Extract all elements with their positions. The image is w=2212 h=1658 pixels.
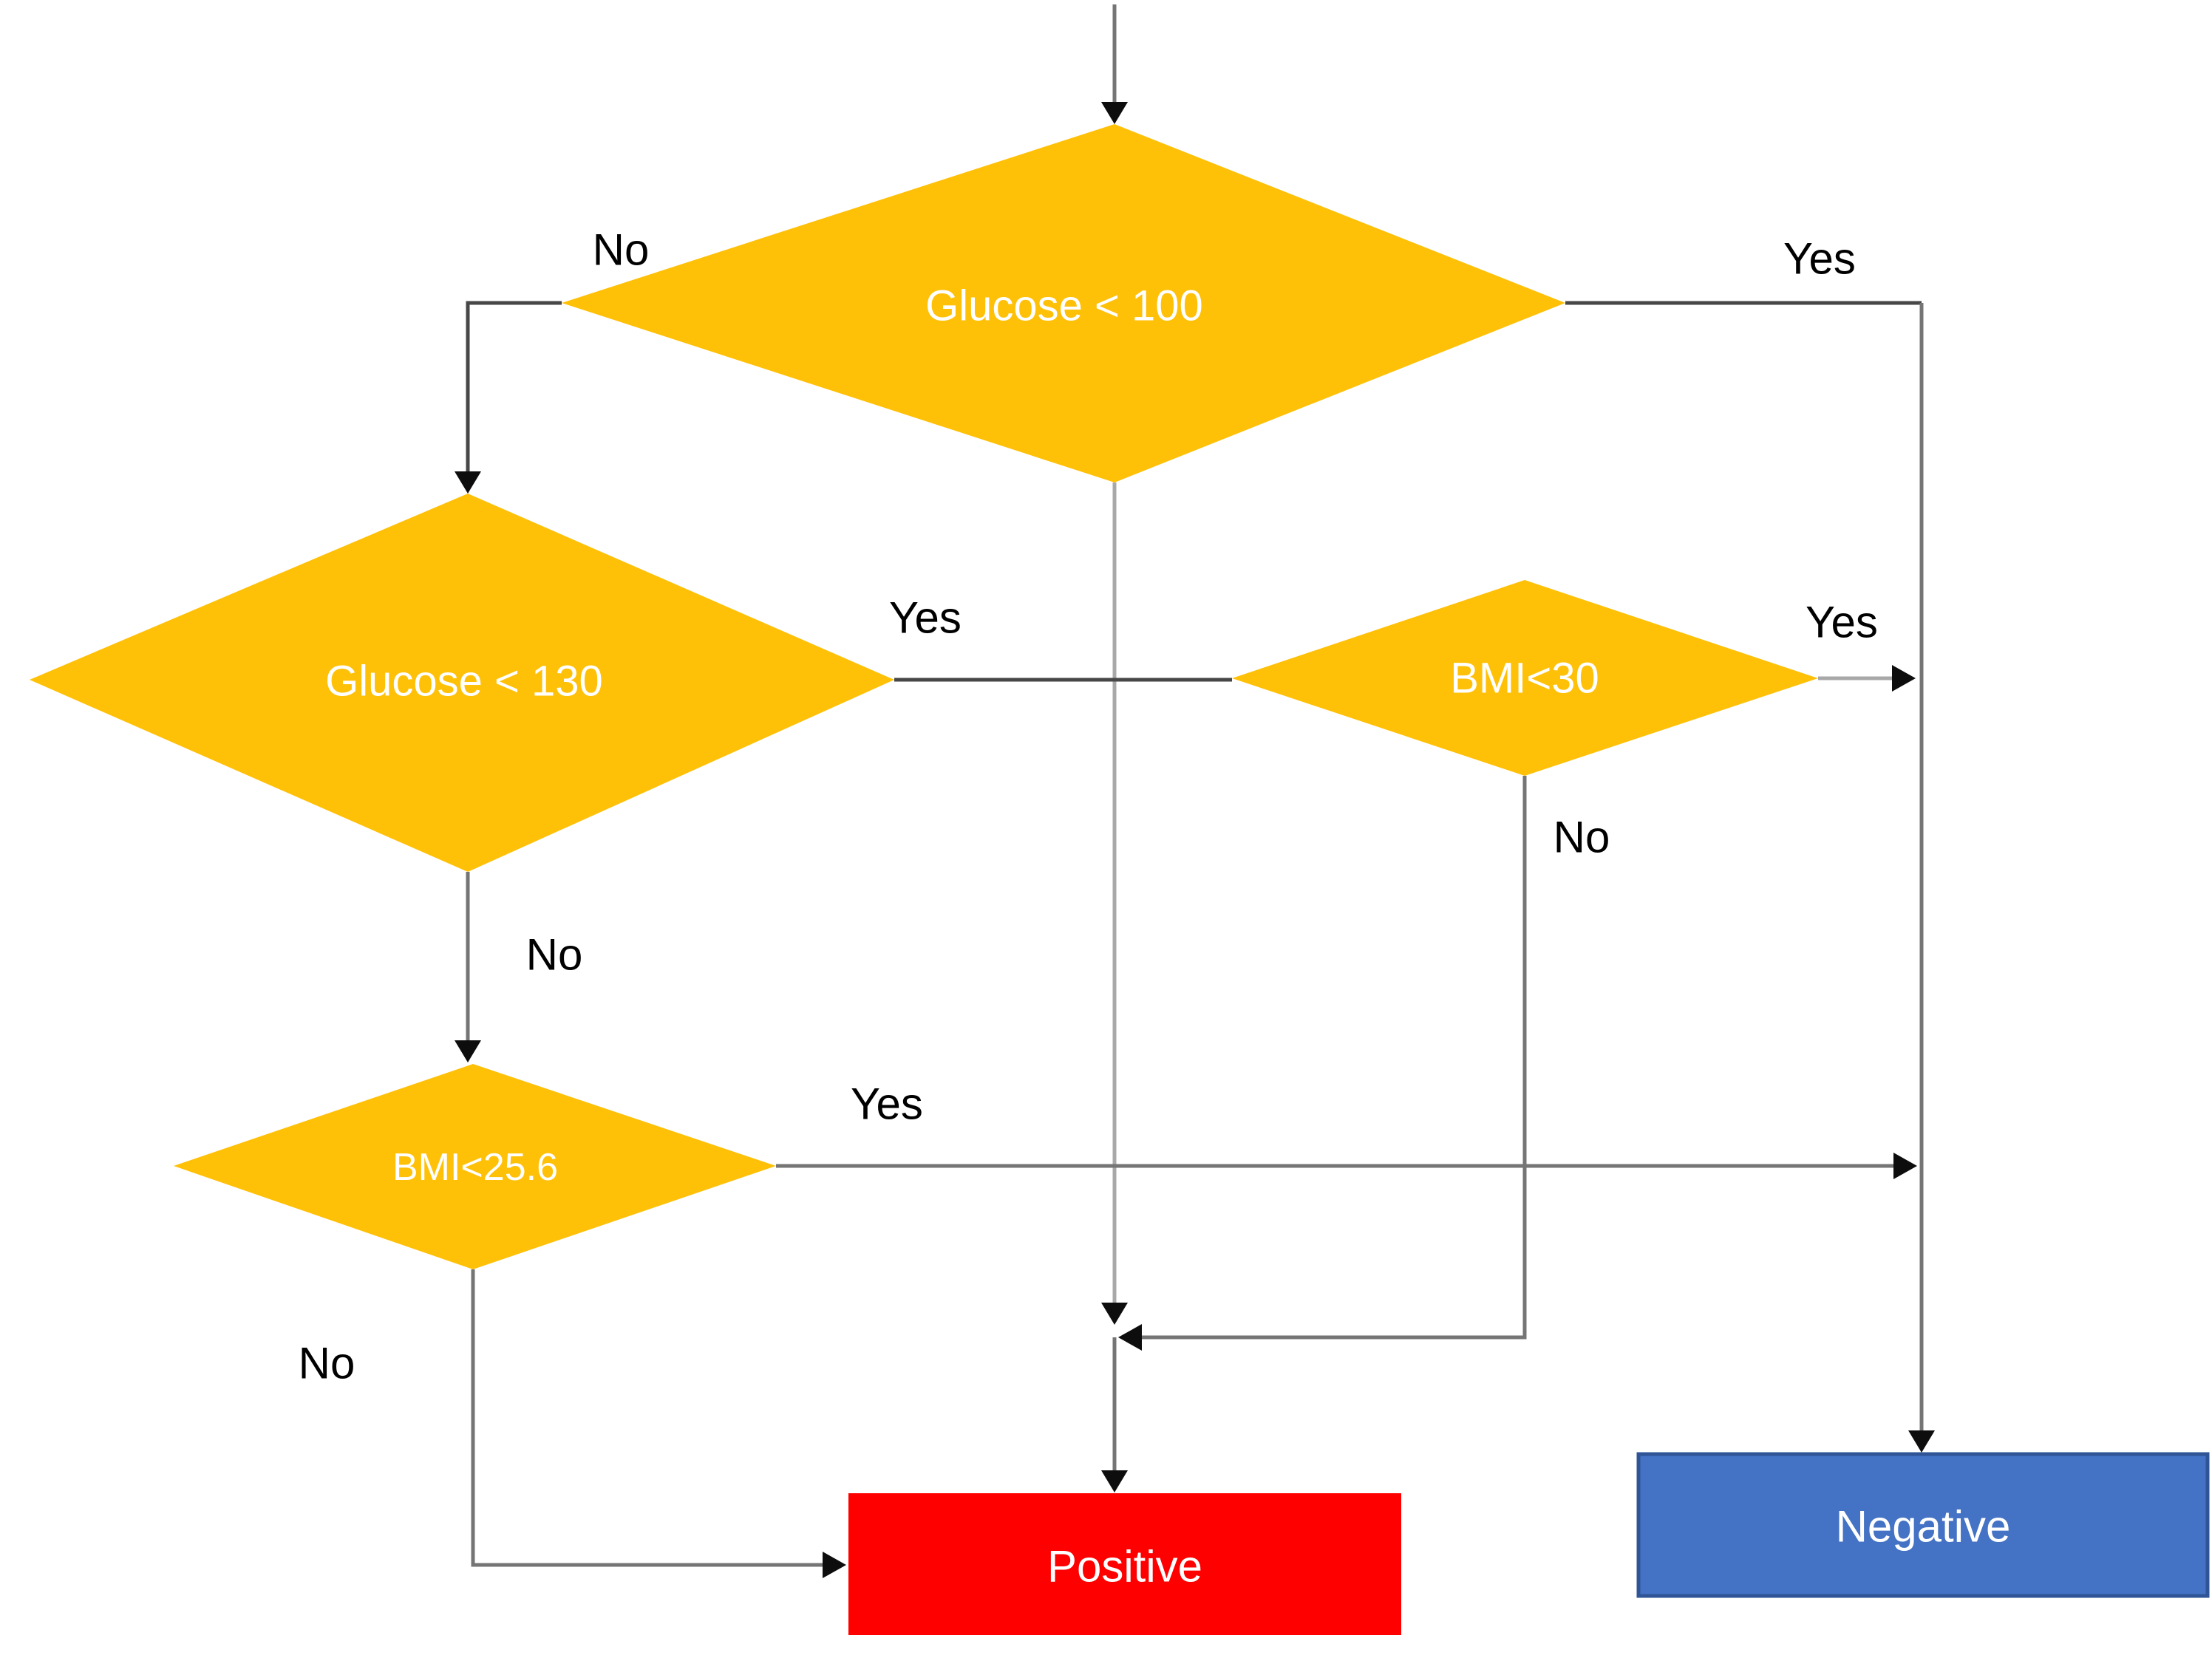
decision-glucose-100-label: Glucose < 100 xyxy=(925,282,1203,330)
arrowhead-bmi30-yes xyxy=(1892,665,1916,692)
connector-bmi30-no-elbow xyxy=(1142,776,1527,1340)
edge-label-glucose130-yes: Yes xyxy=(889,593,962,643)
terminal-positive xyxy=(848,1493,1401,1635)
decision-glucose-130 xyxy=(30,494,894,872)
decision-bmi-30 xyxy=(1232,580,1818,776)
decision-glucose-130-label: Glucose < 130 xyxy=(325,658,603,706)
terminal-positive-label: Positive xyxy=(1047,1542,1202,1592)
edge-label-glucose130-no: No xyxy=(526,930,583,980)
terminal-negative-label: Negative xyxy=(1836,1502,2011,1552)
decision-glucose-100 xyxy=(562,124,1565,482)
arrowhead-into-positive-left xyxy=(823,1552,846,1578)
arrowhead-into-glucose100 xyxy=(1101,102,1128,124)
edge-label-bmi256-no: No xyxy=(299,1339,355,1388)
arrowhead-bmi30-no-merge xyxy=(1118,1324,1142,1351)
arrowhead-center-merge xyxy=(1101,1303,1128,1325)
edge-label-bmi256-yes: Yes xyxy=(851,1079,923,1129)
edge-label-bmi30-yes: Yes xyxy=(1806,598,1878,647)
decision-bmi-30-label: BMI<30 xyxy=(1450,655,1599,703)
edge-label-glucose100-yes: Yes xyxy=(1783,234,1856,284)
connector-bmi256-no-elbow xyxy=(471,1269,823,1567)
arrowhead-bmi256-yes xyxy=(1893,1153,1917,1179)
connector-glucose100-no-elbow xyxy=(466,301,562,473)
terminal-negative xyxy=(1636,1452,2210,1598)
edge-label-bmi30-no: No xyxy=(1553,813,1610,862)
arrowhead-into-negative xyxy=(1908,1430,1935,1453)
arrowhead-into-positive-top xyxy=(1101,1470,1128,1492)
edge-label-glucose100-no: No xyxy=(593,225,650,275)
decision-bmi-25-6-label: BMI<25.6 xyxy=(392,1146,558,1189)
arrowhead-into-glucose130 xyxy=(455,471,481,494)
decision-bmi-25-6 xyxy=(174,1064,776,1269)
arrowhead-into-bmi256 xyxy=(455,1040,481,1062)
